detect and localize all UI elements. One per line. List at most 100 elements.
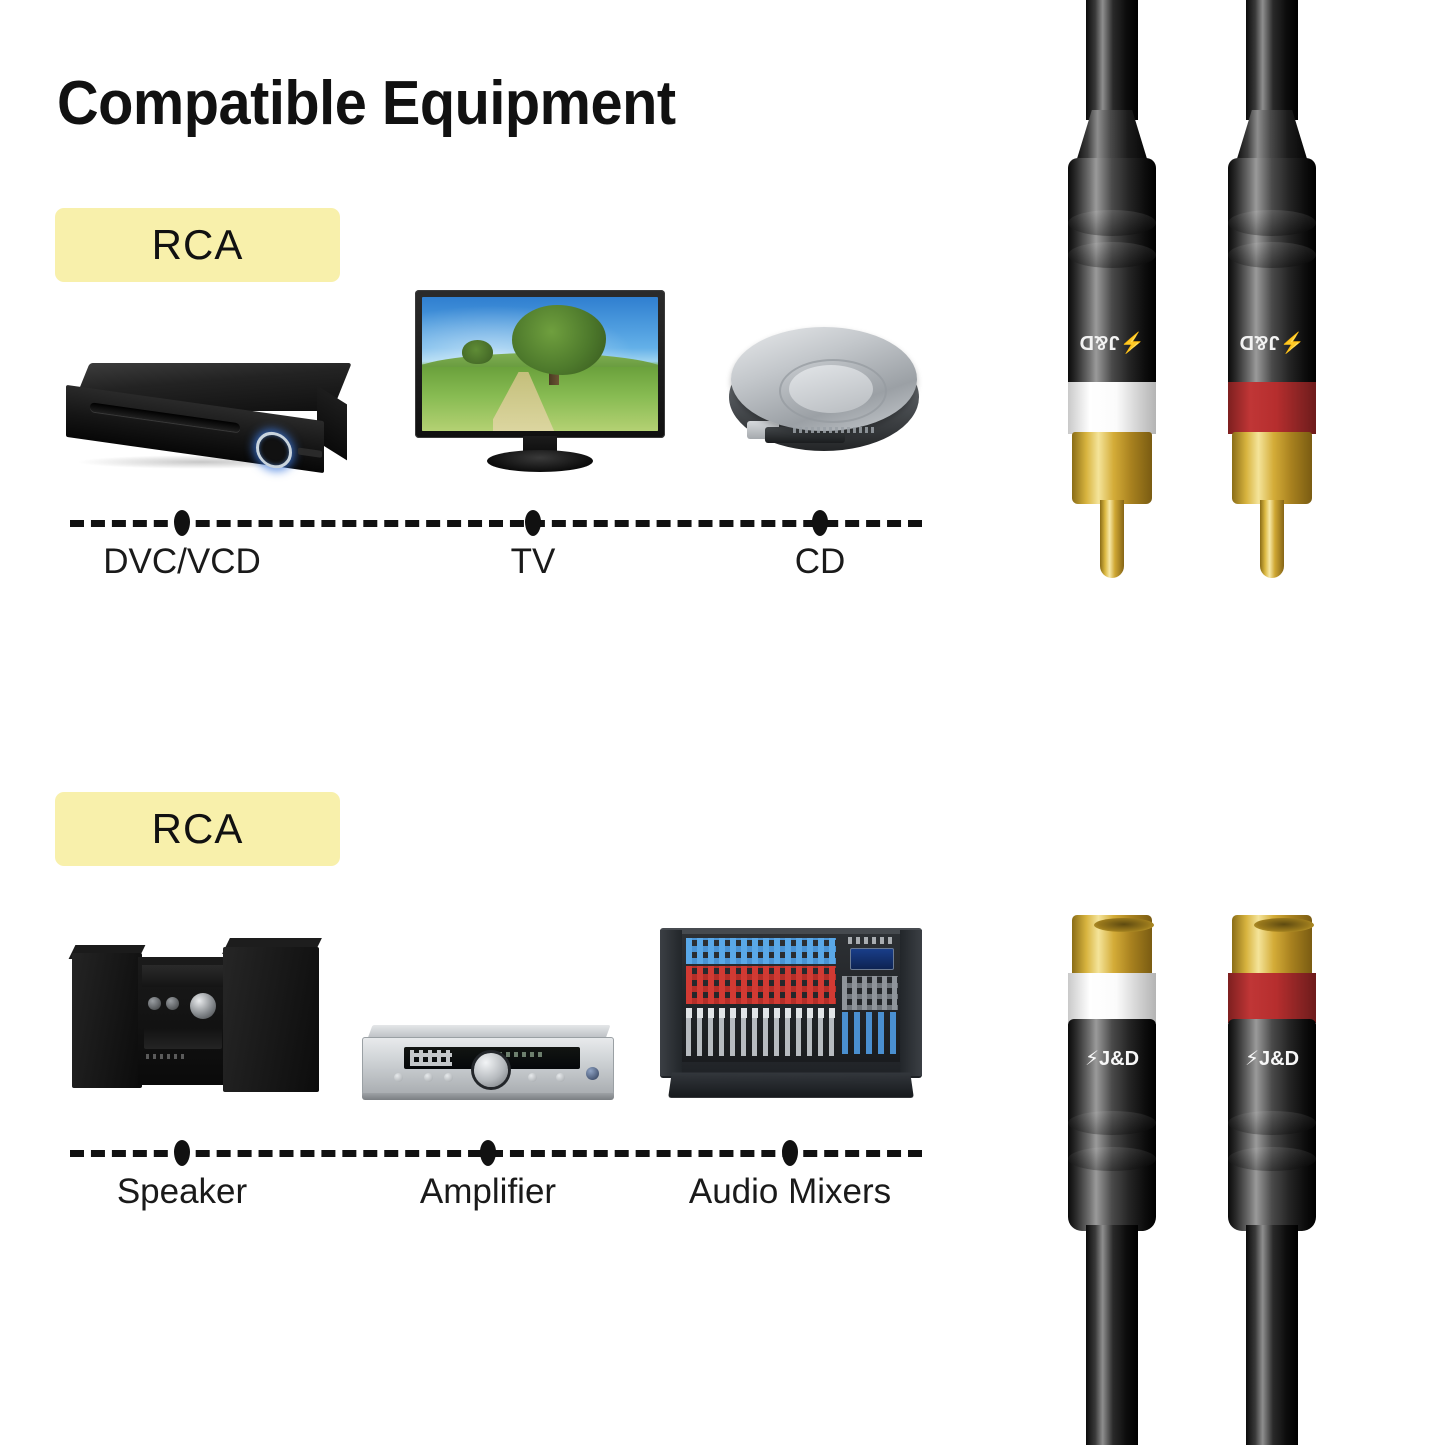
- rca-female-connector-pair: ⚡J&D ⚡J&D: [1060, 915, 1380, 1445]
- amplifier-main-knob: [474, 1053, 508, 1087]
- speaker-left: [72, 953, 142, 1088]
- section-badge-label: RCA: [151, 221, 244, 268]
- timeline-dashed-line: [70, 1150, 922, 1157]
- amplifier-small-button: [394, 1073, 403, 1082]
- cable-right-red: [1246, 1225, 1298, 1445]
- amplifier-power-button-icon: [586, 1067, 599, 1080]
- jack-ridge: [1228, 1147, 1316, 1171]
- timeline-label-dvd: DVC/VCD: [103, 542, 261, 581]
- brand-logo-jd: ⚡J&D: [1239, 331, 1305, 354]
- mixer-rack-ear-left: [660, 930, 682, 1076]
- mixer-lcd-display: [850, 948, 894, 970]
- timeline-label-amplifier: Amplifier: [419, 1172, 557, 1211]
- cd-player-lid: [731, 327, 917, 433]
- gold-center-pin: [1260, 500, 1284, 578]
- section-badge-rca-1: RCA: [55, 208, 340, 282]
- speaker-right: [223, 947, 319, 1092]
- tv-screen-small-tree: [462, 339, 493, 364]
- cable-right-red: [1246, 0, 1298, 120]
- device-television: [415, 290, 665, 475]
- stereo-knob: [148, 997, 161, 1010]
- timeline-label-speaker: Speaker: [116, 1172, 248, 1211]
- mixer-fader-caps: [686, 1008, 836, 1018]
- jack-ridge: [1068, 1147, 1156, 1171]
- mixer-brand-strip: [848, 937, 896, 944]
- plug-ridge: [1068, 242, 1156, 268]
- timeline-marker: [782, 1140, 798, 1166]
- mixer-blue-knob-rows: [686, 938, 836, 964]
- plug-barrel: [1228, 158, 1316, 393]
- stereo-display-panel: [142, 965, 226, 987]
- mixer-master-faders: [842, 1012, 898, 1054]
- rca-male-connector-pair: ⚡J&D ⚡J&D: [1060, 0, 1380, 620]
- timeline-marker: [480, 1140, 496, 1166]
- gold-center-pin: [1100, 500, 1124, 578]
- gold-barrel: [1072, 432, 1152, 504]
- plug-ridge: [1228, 210, 1316, 236]
- tv-screen-tree-crown: [511, 305, 607, 375]
- timeline-row-1: DVC/VCD TV CD: [70, 508, 922, 581]
- jack-ridge: [1068, 1111, 1156, 1135]
- timeline-marker: [174, 1140, 190, 1166]
- amplifier-small-button: [528, 1073, 537, 1082]
- cable-left-white: [1086, 0, 1138, 120]
- dvd-power-button-icon: [256, 429, 292, 471]
- timeline-marker: [174, 510, 190, 536]
- dvd-display-strip: [298, 447, 322, 458]
- cd-lid-inner-ring: [789, 365, 873, 413]
- amplifier-display-text: [482, 1052, 542, 1057]
- mixer-red-knob-rows: [686, 966, 836, 1004]
- color-ring-red: [1228, 382, 1316, 434]
- amplifier-base: [362, 1093, 614, 1100]
- section-badge-rca-2: RCA: [55, 792, 340, 866]
- device-amplifier: [362, 1025, 617, 1115]
- jack-barrel: [1228, 1019, 1316, 1231]
- page-title: Compatible Equipment: [57, 69, 676, 138]
- plug-ridge: [1068, 210, 1156, 236]
- brand-logo-jd: ⚡J&D: [1079, 331, 1145, 354]
- amplifier-small-button: [424, 1073, 433, 1082]
- color-ring-white: [1068, 382, 1156, 434]
- gold-socket-bore: [1094, 918, 1154, 932]
- jack-ridge: [1228, 1111, 1316, 1135]
- timeline-row-2: Speaker Amplifier Audio Mixers: [70, 1138, 922, 1211]
- gold-socket: [1072, 915, 1154, 977]
- stereo-knob: [166, 997, 179, 1010]
- device-dvd-player: [62, 355, 362, 480]
- stereo-led-strip: [146, 1054, 186, 1059]
- brand-logo-jd: ⚡J&D: [1244, 1047, 1300, 1070]
- tv-screen: [422, 297, 658, 431]
- timeline-label-cd: CD: [794, 542, 846, 581]
- gold-barrel: [1232, 432, 1312, 504]
- timeline-marker: [525, 510, 541, 536]
- amplifier-preset-buttons: [410, 1050, 452, 1066]
- amplifier-small-button: [556, 1073, 565, 1082]
- brand-logo-jd: ⚡J&D: [1084, 1047, 1140, 1070]
- device-audio-mixer: [660, 920, 925, 1115]
- timeline-label-tv: TV: [510, 542, 556, 581]
- section-badge-label: RCA: [151, 805, 244, 852]
- amplifier-small-button: [444, 1073, 453, 1082]
- cd-lid-outer-ring: [779, 359, 887, 423]
- timeline-label-audio-mixers: Audio Mixers: [688, 1172, 892, 1211]
- device-cd-player: [725, 315, 925, 470]
- mixer-master-knobs: [842, 976, 898, 1010]
- tv-stand-base: [487, 450, 593, 472]
- timeline-marker: [812, 510, 828, 536]
- cd-lid-branding: [793, 427, 875, 433]
- mixer-rack-ear-right: [900, 930, 922, 1076]
- timeline-dashed-line: [70, 520, 922, 527]
- stereo-volume-dial: [190, 993, 216, 1019]
- mixer-front-edge: [668, 1072, 914, 1098]
- color-ring-white: [1068, 973, 1156, 1023]
- jack-barrel: [1068, 1019, 1156, 1231]
- plug-barrel: [1068, 158, 1156, 393]
- stereo-disc-slot: [144, 1027, 222, 1049]
- dvd-disc-slot: [90, 402, 240, 433]
- cable-left-white: [1086, 1225, 1138, 1445]
- color-ring-red: [1228, 973, 1316, 1023]
- gold-socket: [1232, 915, 1314, 977]
- device-stereo-speaker-system: [68, 935, 333, 1115]
- gold-socket-bore: [1254, 918, 1314, 932]
